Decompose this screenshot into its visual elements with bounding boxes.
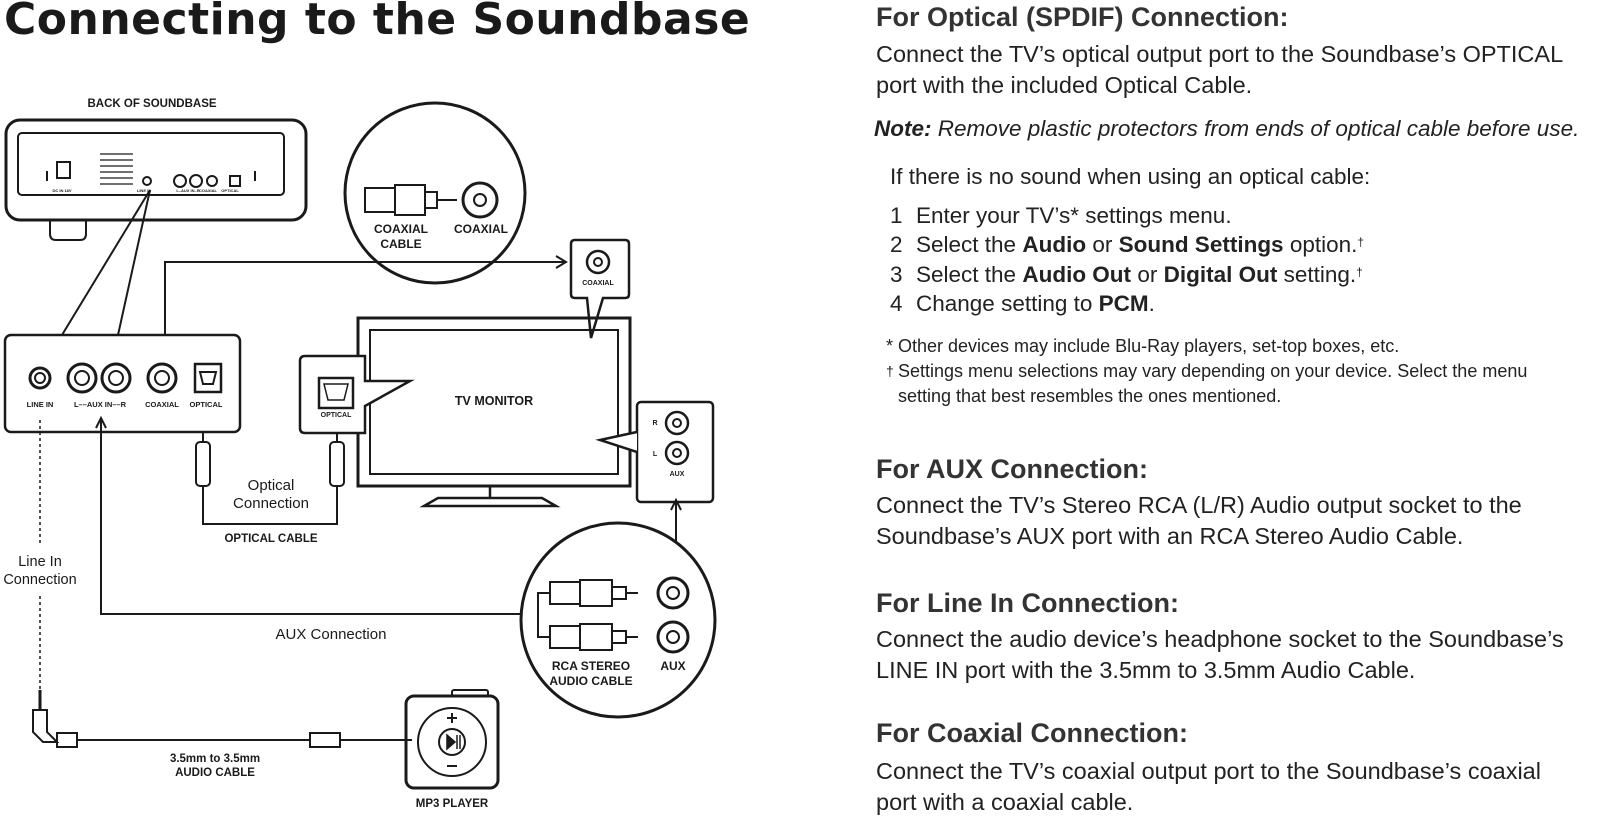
- small-port-optical: OPTICAL: [221, 188, 239, 193]
- coaxial-cable-label-line1: COAXIAL: [374, 222, 428, 236]
- coaxial-body: Connect the TV’s coaxial output port to …: [876, 758, 1541, 815]
- tv-coaxial-box: [569, 238, 631, 339]
- aux-r-label: R: [652, 420, 657, 427]
- optical-steps: If there is no sound when using an optic…: [890, 162, 1370, 319]
- panel-coaxial-label: COAXIAL: [145, 400, 179, 409]
- audio-cable-label-line2: AUDIO CABLE: [175, 767, 255, 779]
- line-in-connection-line2: Connection: [3, 572, 76, 588]
- line-in-connection-line1: Line In: [18, 554, 62, 570]
- small-port-coaxial: COAXIAL: [199, 188, 218, 193]
- panel-line-in-label: LINE IN: [27, 400, 54, 409]
- aux-line: [100, 420, 548, 615]
- panel-aux-label: L––AUX IN––R: [74, 400, 127, 409]
- optical-connection-line2: Connection: [233, 495, 309, 512]
- coaxial-heading: For Coaxial Connection:: [876, 718, 1189, 748]
- zoom-callout: [61, 189, 151, 336]
- note-label: Note:: [874, 116, 932, 141]
- note-text: Remove plastic protectors from ends of o…: [937, 116, 1580, 141]
- aux-connection-label: AUX Connection: [276, 626, 387, 643]
- optical-connection-line1: Optical: [248, 477, 295, 494]
- page-title: Connecting to the Soundbase: [4, 0, 751, 45]
- footnote-2: † Settings menu selections may vary depe…: [886, 361, 1528, 406]
- panel-optical-label: OPTICAL: [190, 400, 223, 409]
- small-port-line-in: LINE IN: [137, 188, 151, 193]
- mp3-player-label: MP3 PLAYER: [416, 798, 489, 810]
- optical-cable: [195, 432, 345, 525]
- coaxial-line: [164, 261, 565, 335]
- optical-body: Connect the TV’s optical output port to …: [876, 41, 1563, 98]
- rca-label-line1: RCA STEREO: [552, 659, 630, 673]
- tv-optical-box: [298, 354, 415, 435]
- coaxial-port-label: COAXIAL: [454, 222, 508, 236]
- optical-heading: For Optical (SPDIF) Connection:: [876, 2, 1289, 32]
- coaxial-cable-callout: [343, 101, 527, 285]
- aux-heading: For AUX Connection:: [876, 454, 1148, 484]
- linein-body: Connect the audio device’s headphone soc…: [876, 626, 1564, 683]
- rca-label-line2: AUDIO CABLE: [549, 674, 632, 688]
- optical-cable-label: OPTICAL CABLE: [224, 533, 317, 545]
- steps-intro: If there is no sound when using an optic…: [890, 164, 1371, 189]
- aux-body: Connect the TV’s Stereo RCA (L/R) Audio …: [876, 492, 1522, 549]
- aux-port-label: AUX: [670, 471, 685, 478]
- soundbase-back-illustration: [4, 118, 308, 241]
- coaxial-cable-label-line2: CABLE: [380, 237, 421, 251]
- tv-illustration: [356, 316, 632, 508]
- audio-cable-label-line1: 3.5mm to 3.5mm: [170, 753, 260, 765]
- connection-diagram: BACK OF SOUNDBASE DC IN 18V LINE IN L–AU…: [3, 98, 717, 810]
- rca-aux-label: AUX: [660, 659, 685, 673]
- rca-callout: [519, 521, 717, 719]
- small-port-aux: L–AUX IN–R: [176, 188, 199, 193]
- aux-l-label: L: [653, 451, 658, 458]
- footnote-1: * Other devices may include Blu-Ray play…: [886, 336, 1400, 356]
- tv-optical-label: OPTICAL: [321, 412, 352, 419]
- audio-cable: [32, 690, 412, 748]
- back-of-soundbase-label: BACK OF SOUNDBASE: [87, 98, 216, 110]
- linein-heading: For Line In Connection:: [876, 588, 1179, 618]
- optical-note: Note: Remove plastic protectors from end…: [874, 116, 1579, 142]
- tv-coaxial-label: COAXIAL: [582, 280, 614, 287]
- port-panel: [3, 333, 242, 434]
- tv-monitor-label: TV MONITOR: [455, 394, 533, 408]
- footnotes: * Other devices may include Blu-Ray play…: [886, 334, 1527, 409]
- mp3-player-illustration: [404, 689, 500, 790]
- small-port-dc: DC IN 18V: [52, 188, 71, 193]
